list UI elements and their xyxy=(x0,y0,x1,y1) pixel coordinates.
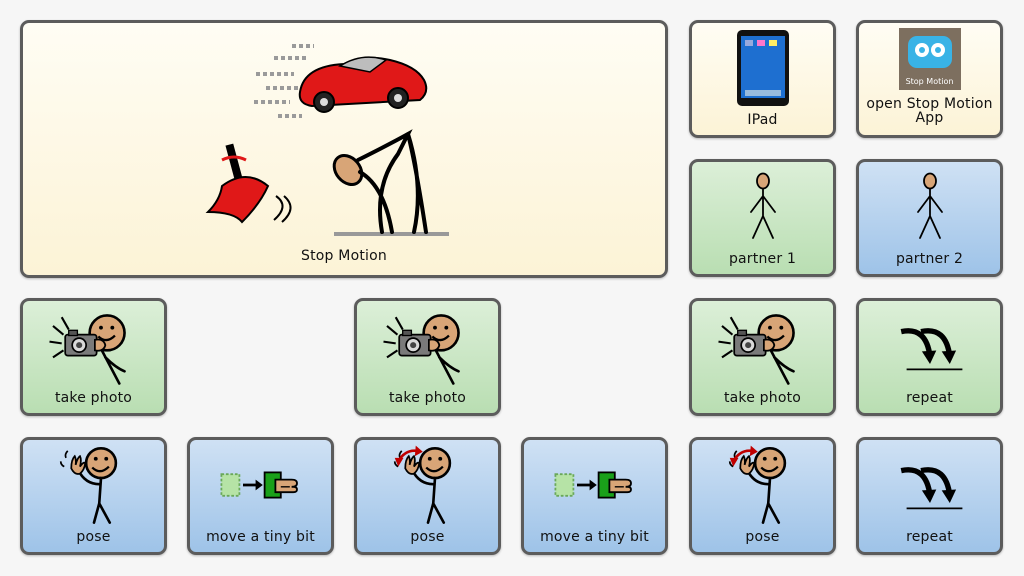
cell-label: pose xyxy=(745,529,780,545)
camera-person-icon xyxy=(23,307,164,385)
stop-motion-app-icon: Stop Motion xyxy=(859,28,1000,90)
move-object-icon xyxy=(190,446,331,524)
cell-label: Stop Motion xyxy=(301,248,387,264)
stop-motion-scene-icon xyxy=(23,33,665,239)
waving-person-icon xyxy=(23,446,164,524)
cell-label: take photo xyxy=(54,390,133,406)
take-photo-cell[interactable]: take photo xyxy=(20,298,167,416)
partner-1-cell[interactable]: partner 1 xyxy=(689,159,836,277)
take-photo-cell[interactable]: take photo xyxy=(689,298,836,416)
repeat-cell[interactable]: repeat xyxy=(856,437,1003,555)
cell-label: pose xyxy=(76,529,111,545)
ipad-cell[interactable]: IPad xyxy=(689,20,836,138)
ipad-icon xyxy=(692,29,833,107)
repeat-arrows-icon xyxy=(859,307,1000,385)
cell-label: repeat xyxy=(906,390,953,406)
stick-person-icon xyxy=(692,168,833,246)
move-tiny-bit-cell[interactable]: move a tiny bit xyxy=(521,437,668,555)
cell-label: repeat xyxy=(906,529,953,545)
waving-person-icon xyxy=(357,446,498,524)
camera-person-icon xyxy=(357,307,498,385)
cell-label: partner 2 xyxy=(895,251,964,267)
cell-label: move a tiny bit xyxy=(206,529,315,545)
move-tiny-bit-cell[interactable]: move a tiny bit xyxy=(187,437,334,555)
cell-label: partner 1 xyxy=(728,251,797,267)
open-stop-motion-app-cell[interactable]: Stop Motion open Stop Motion App xyxy=(856,20,1003,138)
cell-label: open Stop Motion App xyxy=(866,96,993,126)
partner-2-cell[interactable]: partner 2 xyxy=(856,159,1003,277)
move-object-icon xyxy=(524,446,665,524)
waving-person-icon xyxy=(692,446,833,524)
cell-label: pose xyxy=(410,529,445,545)
app-icon-text: Stop Motion xyxy=(905,77,954,86)
stop-motion-cell[interactable]: Stop Motion xyxy=(20,20,668,278)
cell-label: IPad xyxy=(747,112,778,128)
cell-label: take photo xyxy=(388,390,467,406)
repeat-cell[interactable]: repeat xyxy=(856,298,1003,416)
camera-person-icon xyxy=(692,307,833,385)
pose-cell[interactable]: pose xyxy=(689,437,836,555)
cell-label: take photo xyxy=(723,390,802,406)
stick-person-icon xyxy=(859,168,1000,246)
pose-cell[interactable]: pose xyxy=(20,437,167,555)
cell-label: move a tiny bit xyxy=(540,529,649,545)
pose-cell[interactable]: pose xyxy=(354,437,501,555)
take-photo-cell[interactable]: take photo xyxy=(354,298,501,416)
repeat-arrows-icon xyxy=(859,446,1000,524)
